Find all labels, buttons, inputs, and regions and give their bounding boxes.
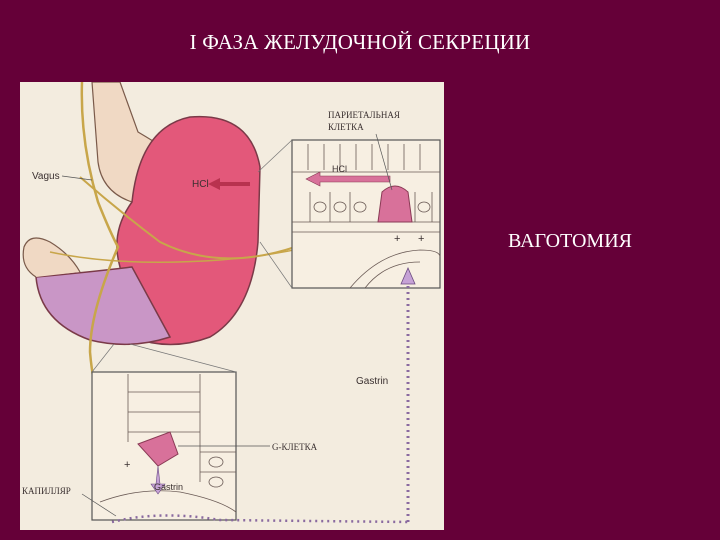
g-cell-label: G-КЛЕТКА xyxy=(272,442,318,452)
capillary-label: КАПИЛЛЯР xyxy=(22,486,71,496)
gastrin-label-lower: Gastrin xyxy=(154,482,183,492)
g-inset-leader-left xyxy=(92,344,114,372)
vagus-leader-line xyxy=(62,176,92,180)
hcl-label-inset: HCl xyxy=(332,164,347,174)
plus-sign-g-cell: + xyxy=(124,459,130,471)
plus-sign-parietal-1: + xyxy=(394,233,400,245)
duodenum xyxy=(23,238,80,277)
g-inset-leader-right xyxy=(130,344,236,372)
parietal-cell-inset xyxy=(292,140,440,288)
slide-title: I ФАЗА ЖЕЛУДОЧНОЙ СЕКРЕЦИИ xyxy=(0,30,720,55)
parietal-cell-label-line2: КЛЕТКА xyxy=(328,122,364,132)
parietal-cell-label-line1: ПАРИЕТАЛЬНАЯ xyxy=(328,110,400,120)
vagotomy-label: ВАГОТОМИЯ xyxy=(508,230,632,253)
diagram-canvas: Vagus HCl xyxy=(20,82,444,530)
vagus-label: Vagus xyxy=(32,171,60,182)
inset-leader-top xyxy=(258,140,292,172)
plus-sign-parietal-2: + xyxy=(418,233,424,245)
hcl-label-stomach: HCl xyxy=(192,179,209,190)
parietal-cell xyxy=(378,186,412,222)
gastric-secretion-diagram: Vagus HCl xyxy=(20,82,444,530)
gastrin-label-vertical: Gastrin xyxy=(356,376,388,387)
